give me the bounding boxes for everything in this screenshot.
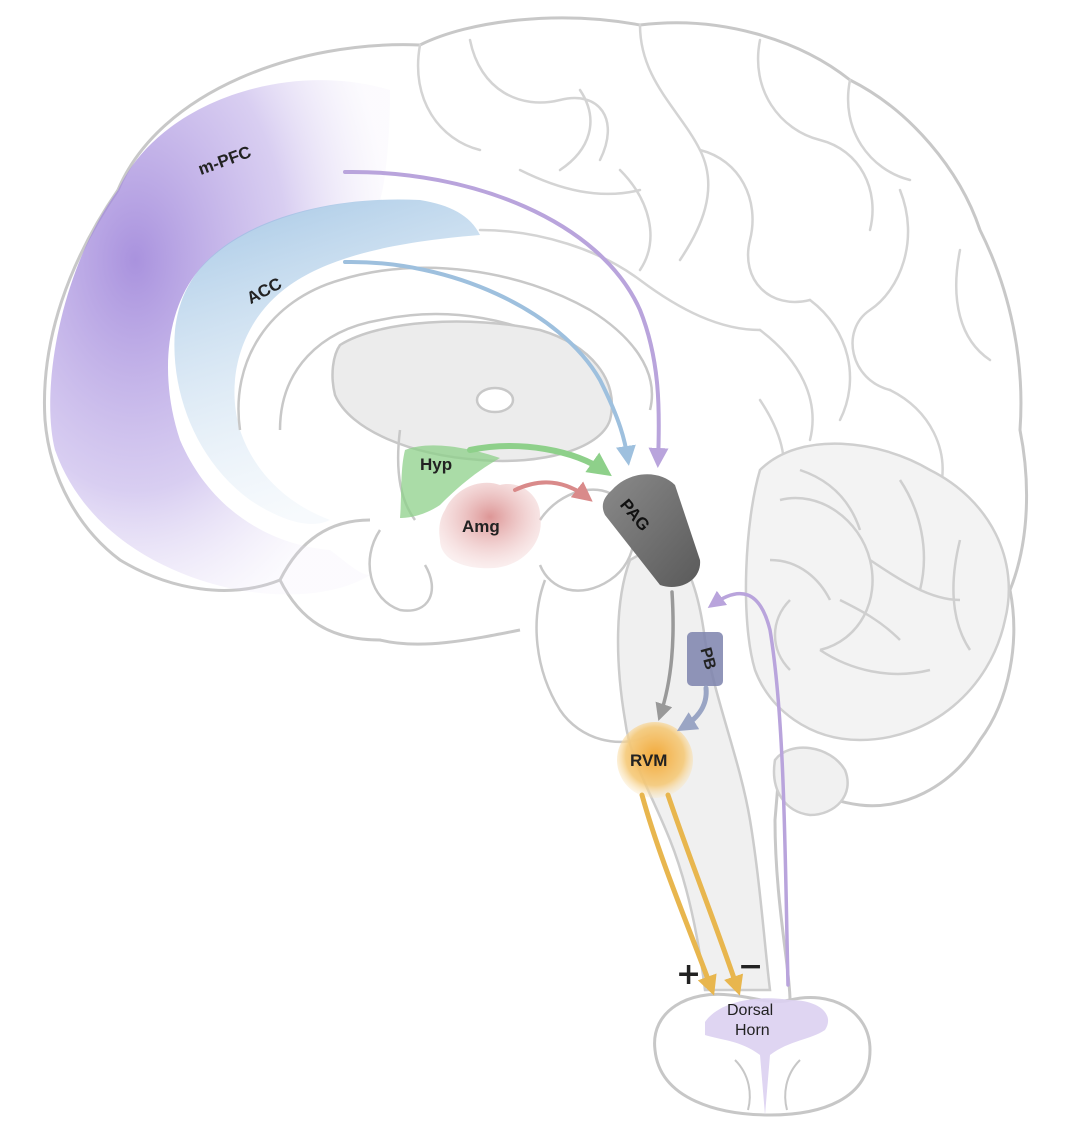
cerebellum-tonsil — [772, 746, 849, 817]
cerebellum — [744, 442, 1010, 742]
label-dorsal-horn-line1: Dorsal — [727, 1002, 774, 1019]
pathway-arrows — [343, 169, 790, 996]
arrow-amg-to-pag — [513, 480, 593, 502]
sign-minus: − — [738, 949, 764, 984]
inner-structures — [237, 266, 654, 744]
acc-region — [174, 199, 480, 524]
label-rvm: RVM — [630, 751, 668, 770]
arrow-hyp-to-pag — [467, 443, 612, 477]
label-amg: Amg — [462, 517, 500, 536]
arrow-acc-to-pag — [343, 259, 636, 466]
pb-node — [687, 632, 723, 686]
arrow-pb-to-rvm — [676, 685, 709, 732]
arrow-rvm-to-dh-minus — [665, 792, 744, 996]
mpfc-region — [50, 80, 390, 595]
arrow-rvm-to-dh-plus — [639, 792, 717, 996]
rvm-node — [617, 722, 693, 798]
arrow-mpfc-to-pag — [343, 169, 669, 468]
hyp-region — [400, 445, 500, 518]
sign-plus: + — [676, 957, 702, 992]
pag-node — [602, 474, 701, 588]
amg-region — [439, 482, 541, 569]
label-hyp: Hyp — [420, 455, 453, 474]
arrow-pag-to-rvm — [655, 590, 675, 721]
arrow-dh-to-pb — [707, 590, 790, 987]
label-dorsal-horn-line2: Horn — [735, 1022, 770, 1039]
